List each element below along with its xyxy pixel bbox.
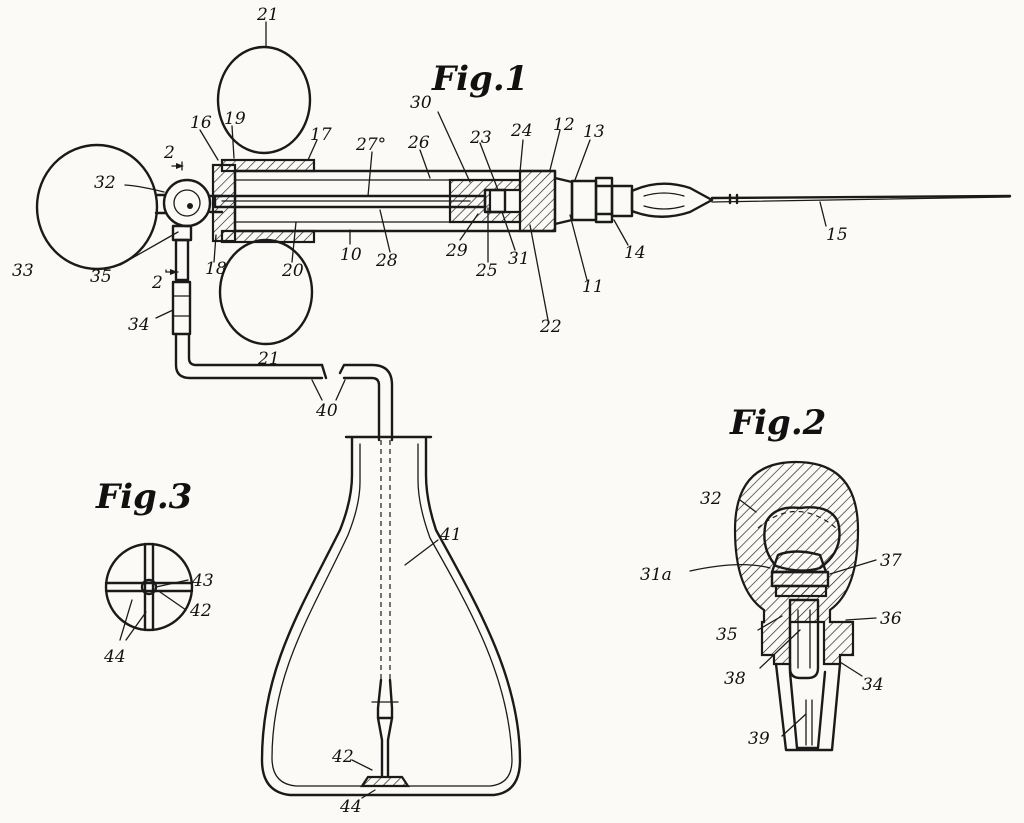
fig2-reference-labels: 32 31a 37 35 36 38 34 39: [640, 489, 902, 749]
ref-label: 14: [624, 243, 646, 263]
ref-label: 10: [340, 245, 362, 265]
section-arrow-top: [176, 163, 184, 169]
ref-label: 19: [224, 109, 246, 129]
thumb-ring: [35, 143, 159, 271]
ref-label: 41: [439, 525, 462, 545]
ref-label: 29: [445, 241, 468, 261]
flask-reference-labels: 41 42 44: [331, 525, 462, 817]
ref-label: 33: [12, 261, 34, 281]
ref-label: 34: [862, 675, 884, 695]
ref-label: 39: [748, 729, 770, 749]
ref-label: 28: [375, 251, 398, 271]
ref-label: 24: [510, 121, 533, 141]
leader-lines: [119, 21, 877, 799]
fig1-title: Fig.1: [431, 59, 528, 99]
ref-label: 32: [94, 173, 116, 193]
flask: [260, 435, 522, 797]
ref-label: 21: [257, 349, 280, 369]
ref-label: 32: [700, 489, 722, 509]
tube: [174, 332, 324, 380]
fig3-disc: [104, 542, 194, 632]
ref-label: 35: [716, 625, 738, 645]
finger-ring-top: [216, 45, 312, 155]
ref-label: 26: [407, 133, 430, 153]
ref-label: 25: [475, 261, 498, 281]
ref-label: 21: [256, 5, 279, 25]
ref-label: 30: [410, 93, 432, 113]
ref-label: 40: [315, 401, 338, 421]
fig3-reference-labels: 43 42 44: [103, 571, 214, 667]
ref-label: 18: [205, 259, 227, 279]
ref-label: 2: [163, 143, 175, 163]
ref-label: 44: [103, 647, 126, 667]
ref-label: 42: [331, 747, 354, 767]
ref-label: 16: [190, 113, 212, 133]
ref-label: 43: [191, 571, 214, 591]
fig1-syringe: [35, 45, 1012, 442]
ref-label: 38: [724, 669, 746, 689]
ref-label: 17: [310, 125, 332, 145]
finger-ring-bottom: [218, 238, 314, 346]
ref-label: 42: [189, 601, 212, 621]
ref-label: 2: [151, 273, 163, 293]
ref-label: 11: [582, 277, 604, 297]
ref-label: 31a: [640, 565, 672, 585]
fig3-title: Fig.3: [95, 477, 192, 517]
ref-label: 34: [128, 315, 150, 335]
ref-label: 31: [508, 249, 530, 269]
fig2-valve-section: [733, 460, 860, 752]
ref-label: 12: [553, 115, 575, 135]
section-arrow-bottom: [170, 269, 178, 275]
ref-label: 37: [880, 551, 902, 571]
fig2-title: Fig.2: [729, 403, 826, 443]
ref-label: 20: [281, 261, 304, 281]
needle-hub: [630, 182, 714, 218]
ref-label: 27°: [355, 135, 386, 155]
ref-label: 15: [826, 225, 848, 245]
ref-label: 35: [90, 267, 112, 287]
ref-label: 36: [880, 609, 902, 629]
fig1-reference-labels: 21 2 16 19 17 27° 26 30 23 24 12 13 32 3…: [12, 5, 848, 421]
tube-connector: [171, 280, 192, 336]
ball-valve: [162, 178, 212, 228]
ref-label: 44: [339, 797, 362, 817]
ref-label: 23: [469, 128, 492, 148]
ref-label: 13: [583, 122, 605, 142]
needle: [710, 194, 1012, 200]
ref-label: 22: [539, 317, 562, 337]
